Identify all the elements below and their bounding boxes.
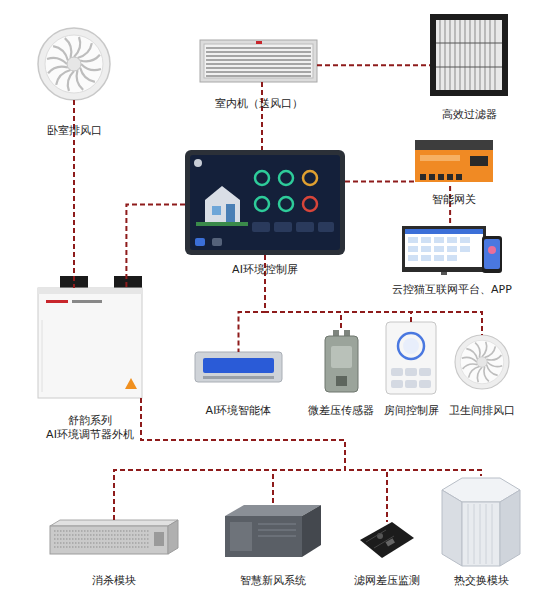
device-node: 智能网关: [415, 140, 493, 186]
device-label: 热交换模块: [431, 574, 531, 588]
control-screen-image: [185, 150, 345, 255]
heat-exchanger-image: [442, 478, 520, 566]
filter-monitor-image: [360, 522, 414, 558]
room-panel-image: [386, 322, 436, 394]
device-label-group: 卫生间排风口: [437, 404, 527, 418]
device-label-group: 微差压传感器: [296, 404, 386, 418]
device-label: 卫生间排风口: [437, 404, 527, 418]
device-label-group: 消杀模块: [54, 574, 174, 588]
device-node: 卧室排风口: [38, 28, 110, 100]
device-label: 微差压传感器: [296, 404, 386, 418]
device-node: 高效过滤器: [430, 14, 508, 96]
device-label: 房间控制屏: [366, 404, 456, 418]
device-node: 舒韵系列 AI环境调节器外机: [38, 288, 142, 398]
device-label-group: 室内机（送风口）: [194, 97, 324, 111]
indoor-unit-image: [200, 40, 317, 82]
device-node: 消杀模块: [50, 520, 178, 556]
gateway-image: [415, 140, 493, 182]
device-label-group: 热交换模块: [431, 574, 531, 588]
device-label: 智慧新风系统: [218, 574, 328, 588]
device-node: 室内机（送风口）: [200, 40, 317, 82]
device-label: 舒韵系列 AI环境调节器外机: [38, 414, 142, 442]
vent-image: [455, 335, 509, 389]
dashed-connector: [317, 64, 430, 66]
device-label: AI环境智能体: [189, 404, 289, 418]
device-node: AI环境智能体: [195, 352, 282, 382]
device-label: 滤网差压监测: [337, 574, 437, 588]
device-label-group: 房间控制屏: [366, 404, 456, 418]
device-label: 室内机（送风口）: [194, 97, 324, 111]
dashed-connector: [261, 82, 263, 150]
device-label-group: 智能网关: [404, 193, 504, 207]
device-node: 滤网差压监测: [360, 522, 414, 558]
device-label-group: AI环境控制屏: [195, 263, 335, 277]
device-label: 卧室排风口: [19, 124, 129, 138]
device-label-group: 滤网差压监测: [337, 574, 437, 588]
device-label-group: 卧室排风口: [19, 124, 129, 138]
fresh-air-image: [225, 505, 321, 557]
device-node: 微差压传感器: [318, 330, 364, 394]
device-label: 消杀模块: [54, 574, 174, 588]
dashed-connector: [141, 398, 481, 476]
device-label-group: 云控猫互联网平台、APP: [382, 283, 522, 297]
vent-image: [38, 28, 110, 100]
device-label-group: 舒韵系列 AI环境调节器外机: [38, 414, 142, 442]
outdoor-unit-image: [38, 276, 142, 398]
device-node: 智慧新风系统: [225, 505, 321, 557]
device-label-group: 高效过滤器: [414, 108, 524, 122]
device-label: 智能网关: [404, 193, 504, 207]
device-label-group: 智慧新风系统: [218, 574, 328, 588]
device-node: AI环境控制屏: [185, 150, 345, 255]
dashed-connector: [345, 181, 415, 183]
device-label: 云控猫互联网平台、APP: [382, 283, 522, 297]
dashed-connector: [126, 205, 185, 288]
device-node: 房间控制屏: [386, 322, 436, 394]
dashed-connector: [141, 398, 387, 522]
device-label-group: AI环境智能体: [189, 404, 289, 418]
device-node: 热交换模块: [442, 476, 520, 566]
device-label: AI环境控制屏: [195, 263, 335, 277]
ai-agent-image: [195, 352, 282, 382]
filter-image: [430, 14, 508, 96]
device-node: 卫生间排风口: [455, 335, 509, 389]
cloud-platform-image: [402, 226, 502, 275]
device-label: 高效过滤器: [414, 108, 524, 122]
device-node: 云控猫互联网平台、APP: [402, 224, 502, 274]
disinfection-module-image: [50, 520, 178, 554]
pressure-sensor-image: [325, 330, 358, 392]
